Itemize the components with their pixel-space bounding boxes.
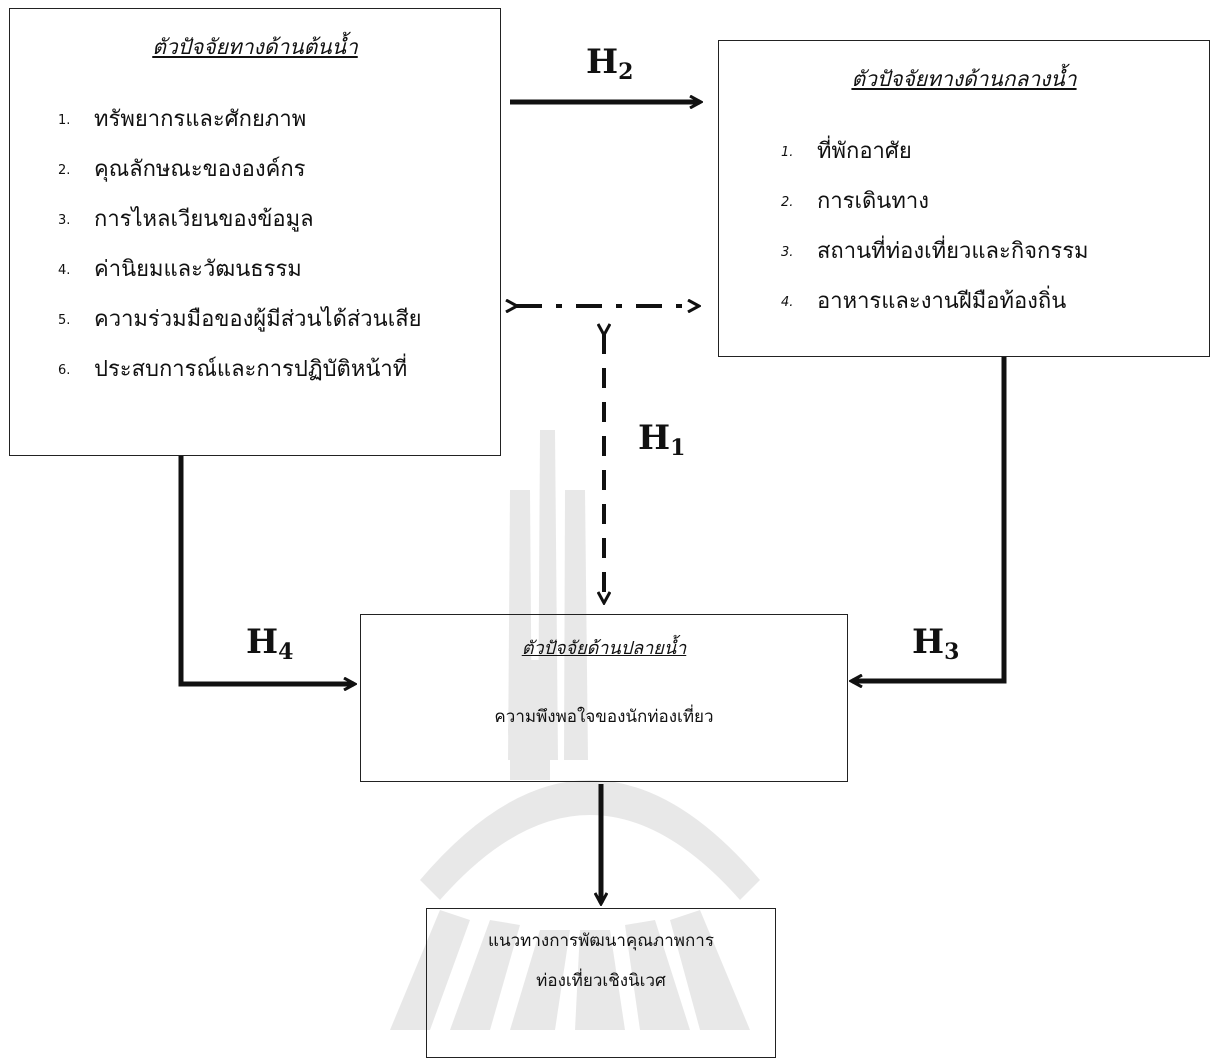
upstream-item: 2.คุณลักษณะขององค์กร bbox=[58, 157, 306, 182]
upstream-item: 6.ประสบการณ์และการปฏิบัติหน้าที่ bbox=[58, 357, 408, 382]
h3-label: H3 bbox=[912, 622, 960, 665]
watermark-logo bbox=[390, 430, 760, 1030]
upstream-box: ตัวปัจจัยทางด้านต้นน้ำ 1.ทรัพยากรและศักย… bbox=[9, 8, 501, 456]
h2-label: H2 bbox=[586, 42, 634, 85]
midstream-box: ตัวปัจจัยทางด้านกลางน้ำ 1.ที่พักอาศัย 2.… bbox=[718, 40, 1210, 357]
upstream-item: 1.ทรัพยากรและศักยภาพ bbox=[58, 107, 307, 132]
downstream-box: ตัวปัจจัยด้านปลายน้ำ ความพึงพอใจของนักท่… bbox=[360, 614, 848, 782]
h4-label: H4 bbox=[246, 622, 294, 665]
outcome-line2: ท่องเที่ยวเชิงนิเวศ bbox=[536, 971, 666, 991]
outcome-line1: แนวทางการพัฒนาคุณภาพการ bbox=[488, 931, 714, 951]
outcome-box: แนวทางการพัฒนาคุณภาพการ ท่องเที่ยวเชิงนิ… bbox=[426, 908, 776, 1058]
midstream-title: ตัวปัจจัยทางด้านกลางน้ำ bbox=[851, 67, 1077, 91]
upstream-item: 5.ความร่วมมือของผู้มีส่วนได้ส่วนเสีย bbox=[58, 307, 422, 332]
h4-elbow-arrow bbox=[178, 456, 354, 684]
midstream-item: 4.อาหารและงานฝีมือท้องถิ่น bbox=[781, 289, 1067, 314]
upstream-title: ตัวปัจจัยทางด้านต้นน้ำ bbox=[152, 35, 358, 59]
h3-elbow-arrow bbox=[852, 356, 1007, 681]
midstream-item: 3.สถานที่ท่องเที่ยวและกิจกรรม bbox=[781, 239, 1089, 264]
midstream-item: 2.การเดินทาง bbox=[781, 189, 929, 214]
downstream-text: ความพึงพอใจของนักท่องเที่ยว bbox=[494, 707, 714, 727]
h1-label: H1 bbox=[638, 418, 686, 461]
downstream-title: ตัวปัจจัยด้านปลายน้ำ bbox=[521, 638, 687, 659]
midstream-item: 1.ที่พักอาศัย bbox=[781, 139, 912, 164]
upstream-item: 3.การไหลเวียนของข้อมูล bbox=[58, 207, 314, 232]
upstream-item: 4.ค่านิยมและวัฒนธรรม bbox=[58, 257, 302, 282]
